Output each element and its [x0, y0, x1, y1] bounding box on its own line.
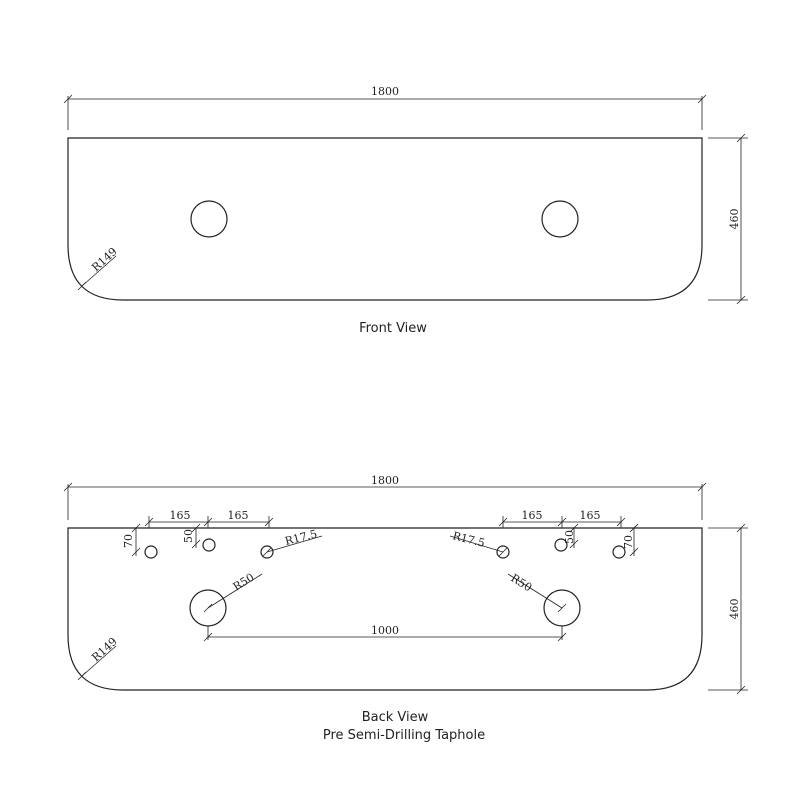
back-height-label: 460	[728, 599, 741, 620]
back-taphole-radius-left-label: R17.5	[284, 527, 319, 548]
back-waste-radius-right-label: R50	[508, 572, 534, 595]
back-taphole-left-3	[260, 545, 274, 559]
back-basin-outline	[67, 527, 703, 691]
front-view: 1800 460 R149 Front View	[63, 85, 748, 336]
back-radius-callout: R149	[77, 635, 120, 681]
back-width-dimension: 1800	[63, 474, 707, 520]
front-width-label: 1800	[371, 85, 399, 98]
front-height-dimension: 460	[708, 133, 748, 305]
back-offset-left-outer: 70	[122, 523, 141, 557]
back-taphole-left-1	[144, 545, 158, 559]
back-waste-radius-left-label: R50	[231, 571, 257, 594]
back-waste-spacing-dimension: 1000	[203, 624, 567, 642]
back-view: 1800 460 165 165	[63, 474, 748, 743]
back-taphole-right-2	[554, 538, 568, 552]
back-left-spacing-dimension: 165 165	[144, 509, 274, 528]
back-offset-right-outer-label: 70	[622, 535, 635, 549]
back-taphole-right-3	[612, 545, 626, 559]
back-offset-left-inner: 50	[182, 523, 201, 549]
back-waste-radius-right-callout: R50	[507, 572, 567, 613]
front-radius-label: R149	[89, 245, 119, 274]
back-offset-right-inner-label: 50	[563, 530, 576, 544]
back-waste-spacing-label: 1000	[371, 624, 399, 637]
back-offset-right-inner: 50	[563, 523, 579, 549]
back-offset-left-inner-label: 50	[182, 529, 195, 543]
back-taphole-right-1	[496, 545, 510, 559]
front-basin-outline	[67, 137, 703, 301]
back-width-label: 1800	[371, 474, 399, 487]
back-height-dimension: 460	[708, 523, 748, 695]
front-hole-left	[190, 200, 228, 238]
back-right-spacing-dimension: 165 165	[498, 509, 626, 528]
back-taphole-left-2	[202, 538, 216, 552]
back-spacing-left-1-label: 165	[170, 509, 191, 522]
front-width-dimension: 1800	[63, 85, 707, 130]
back-taphole-radius-right-label: R17.5	[451, 529, 486, 550]
back-view-caption: Back View	[362, 710, 429, 725]
back-taphole-radius-right-callout: R17.5	[449, 529, 508, 557]
back-waste-radius-left-callout: R50	[203, 571, 263, 613]
back-spacing-right-1-label: 165	[522, 509, 543, 522]
back-taphole-radius-left-callout: R17.5	[262, 527, 323, 557]
back-spacing-right-2-label: 165	[580, 509, 601, 522]
back-radius-label: R149	[89, 635, 119, 664]
back-offset-left-outer-label: 70	[122, 534, 135, 548]
back-view-subcaption: Pre Semi-Drilling Taphole	[323, 728, 485, 743]
front-radius-callout: R149	[77, 245, 120, 291]
back-offset-right-outer: 70	[622, 523, 639, 557]
front-hole-right	[541, 200, 579, 238]
back-spacing-left-2-label: 165	[228, 509, 249, 522]
front-view-caption: Front View	[359, 321, 427, 336]
front-height-label: 460	[728, 209, 741, 230]
